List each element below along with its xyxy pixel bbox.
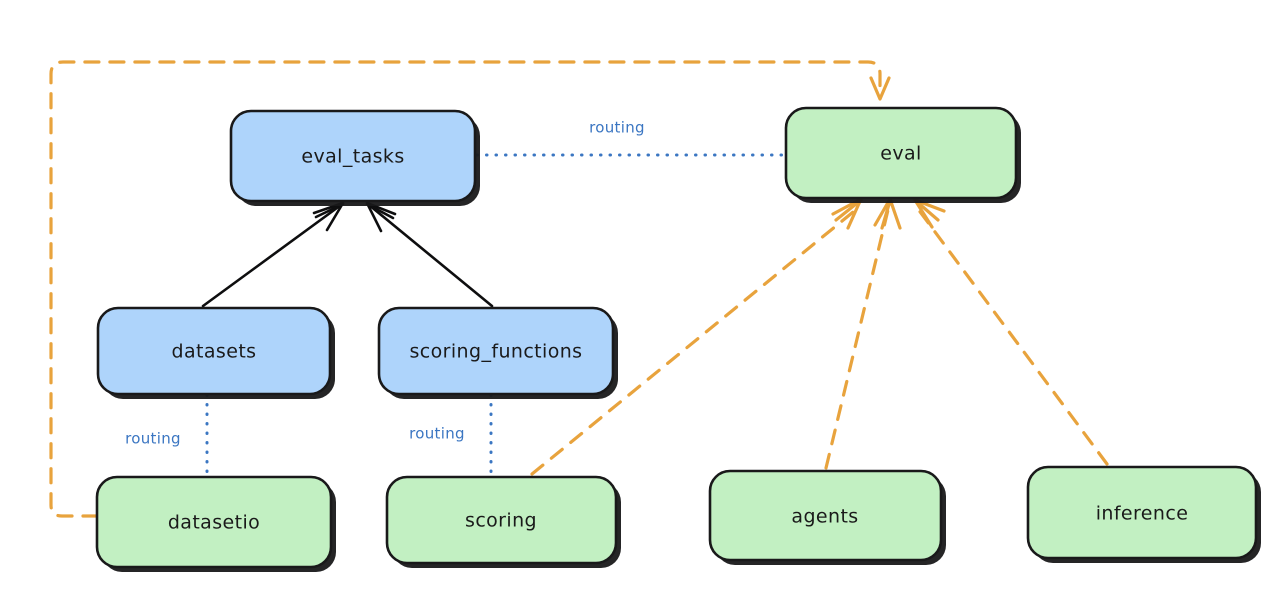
node-datasets[interactable]: datasets — [96, 306, 335, 399]
edge-path-scoring-eval — [530, 206, 860, 476]
node-datasetio-box[interactable] — [95, 475, 333, 569]
edge-datasetio-eval — [49, 60, 891, 518]
node-scoring_functions[interactable]: scoring_functions — [377, 306, 618, 399]
edge-label-routing-top-text: routing — [589, 119, 645, 137]
edge-datasets-eval_tasks — [201, 201, 345, 308]
edge-label-routing-top: routing — [589, 119, 645, 137]
edge-path-agents-eval — [824, 208, 890, 470]
node-eval_tasks[interactable]: eval_tasks — [229, 109, 480, 206]
node-inference-box[interactable] — [1026, 465, 1258, 560]
node-scoring-box[interactable] — [385, 475, 618, 565]
node-datasetio[interactable]: datasetio — [95, 475, 336, 572]
arrow-barb-d — [880, 199, 892, 230]
node-eval-label: eval — [880, 143, 921, 165]
node-inference-label: inference — [1096, 503, 1189, 525]
node-agents-box[interactable] — [708, 469, 943, 562]
node-eval[interactable]: eval — [784, 106, 1021, 203]
edge-path-scoringfunctions-eval_tasks — [367, 203, 494, 308]
edge-scoringfunctions-eval_tasks — [365, 201, 494, 308]
node-datasets-box[interactable] — [96, 306, 332, 396]
edge-label-routing-left-text: routing — [125, 430, 181, 448]
edge-label-routing-middle: routing — [409, 425, 465, 443]
node-scoring[interactable]: scoring — [385, 475, 621, 568]
node-scoring-label: scoring — [465, 510, 537, 532]
arrow-barb-b — [365, 202, 395, 220]
edge-agents-eval — [824, 197, 902, 470]
node-eval_tasks-box[interactable] — [229, 109, 477, 203]
arrow-barb-a — [314, 202, 345, 219]
node-datasets-label: datasets — [172, 341, 257, 363]
node-eval-box[interactable] — [784, 106, 1018, 200]
arrow-barb-c — [834, 198, 863, 222]
node-inference[interactable]: inference — [1026, 465, 1261, 563]
node-agents[interactable]: agents — [708, 469, 946, 565]
edge-label-routing-middle-text: routing — [409, 425, 465, 443]
node-scoring_functions-box[interactable] — [377, 306, 615, 396]
node-eval_tasks-label: eval_tasks — [301, 146, 404, 168]
arrowhead-datasetio-eval — [869, 76, 891, 101]
arrow-barb-e — [914, 199, 940, 222]
edge-label-routing-left: routing — [125, 430, 181, 448]
edge-path-inference-eval — [916, 207, 1109, 466]
edge-inference-eval — [913, 198, 1109, 466]
node-scoring_functions-label: scoring_functions — [410, 341, 583, 363]
edge-path-datasets-eval_tasks — [201, 203, 343, 308]
node-datasetio-label: datasetio — [168, 512, 260, 534]
node-agents-label: agents — [791, 506, 858, 528]
